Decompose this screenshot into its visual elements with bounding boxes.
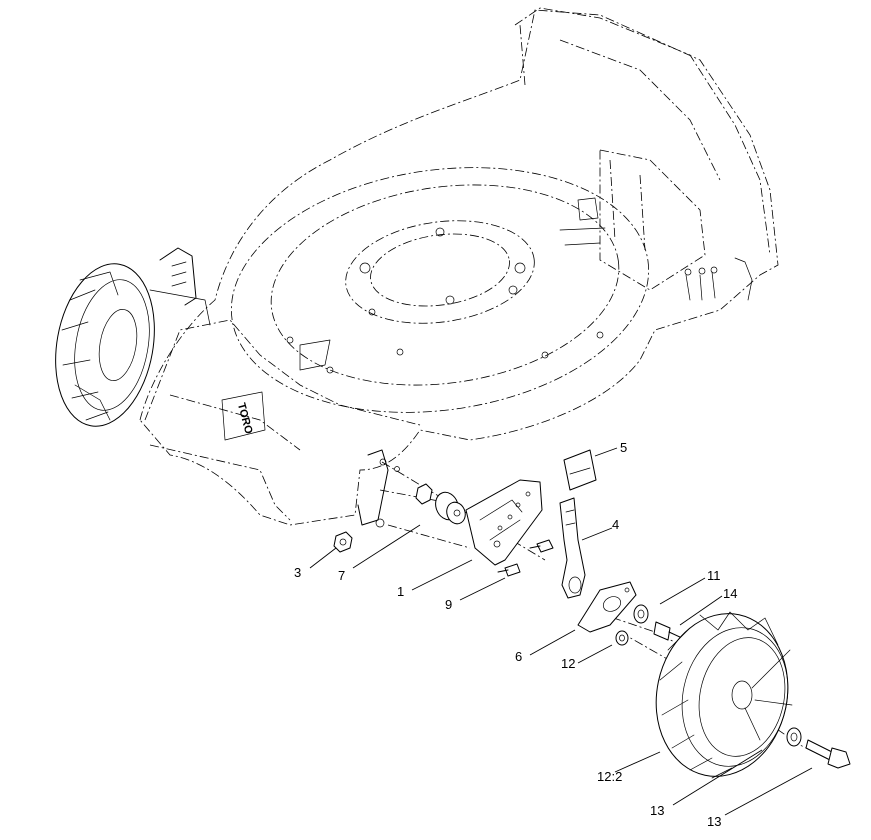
callout-6: 6 [515, 649, 522, 664]
part-7-bushing [415, 483, 466, 525]
deck-side-stud-bracket [357, 449, 400, 528]
callout-8: 9 [445, 597, 452, 612]
part-5-cap [563, 449, 597, 491]
callout-5: 5 [620, 440, 627, 455]
part-9-washer [633, 604, 649, 624]
callout-labels: 3 7 1 9 5 4 9 11 14 6 12 12:2 13 14 13 1… [294, 440, 737, 829]
callout-7: 7 [338, 568, 345, 583]
callout-12-2: 13 [650, 803, 664, 818]
callout-3: 3 [294, 565, 301, 580]
callout-1: 1 [397, 584, 404, 599]
part-1-adjuster-plate [465, 479, 543, 566]
callout-14: 14 [723, 586, 737, 601]
leader-lines [309, 447, 813, 816]
part-3-nut [333, 531, 353, 553]
callout-12: 12:2 [597, 769, 622, 784]
part-14-bolt [653, 621, 683, 641]
callout-4: 4 [612, 517, 619, 532]
callout-9: 11 [707, 568, 721, 583]
callout-11: 12 [561, 656, 575, 671]
part-12-front-wheel [655, 611, 793, 779]
part-11-nut [615, 630, 629, 646]
part-13-shoulder-bolt [805, 739, 851, 769]
part-12-2-washer [786, 727, 802, 747]
deck-logo: TORO [235, 402, 255, 436]
part-4-height-arm [559, 497, 586, 599]
callout-13: 13 [707, 814, 721, 829]
rear-wheel-left [55, 247, 211, 427]
mower-deck: TORO [139, 7, 779, 526]
part-6-wheel-bracket [577, 581, 637, 633]
part-8-screws [497, 539, 554, 577]
